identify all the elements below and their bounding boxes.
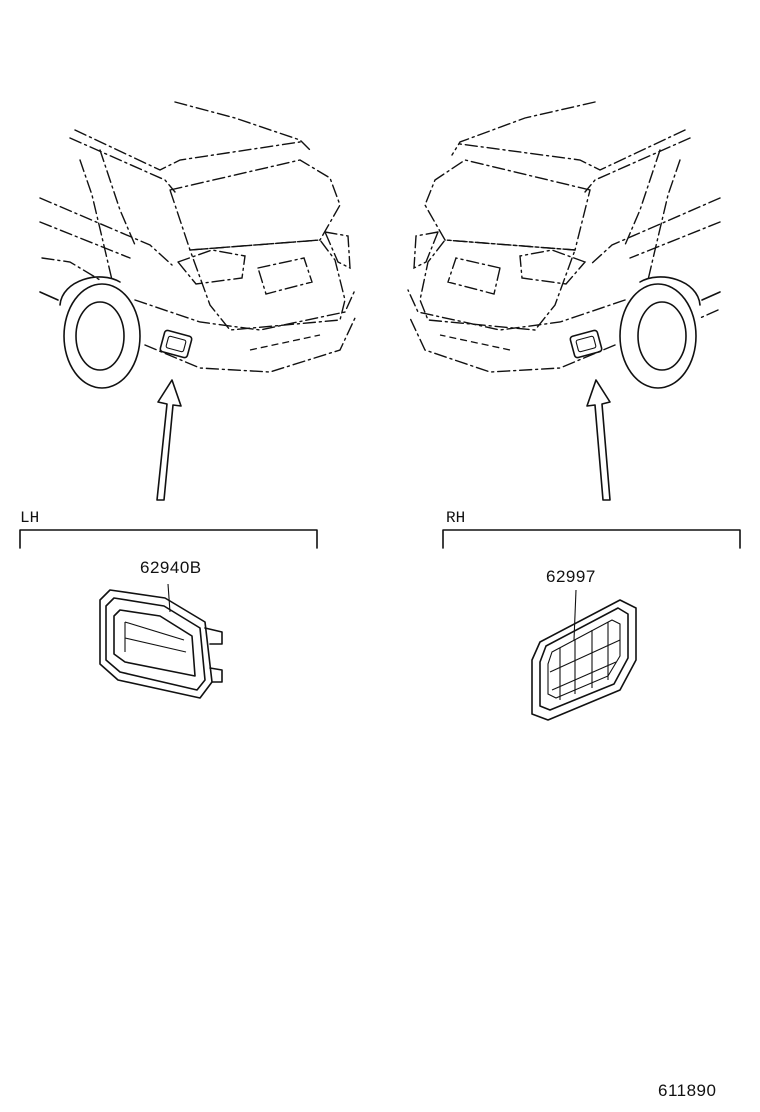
rh-label: RH [446,509,465,527]
lh-group-bracket [19,529,318,549]
left-vehicle-illustration [39,101,356,389]
illustration-number: 611890 [658,1081,716,1100]
right-vehicle-illustration [407,101,721,389]
lh-label: LH [20,509,39,527]
reflector-62940b-drawing [99,583,223,699]
rh-group-bracket [442,529,741,549]
left-location-arrow [156,379,182,501]
right-location-arrow [586,379,611,501]
part-number-62997: 62997 [546,567,596,586]
part-number-62940b: 62940B [140,558,202,577]
reflector-62997-drawing [531,589,637,721]
